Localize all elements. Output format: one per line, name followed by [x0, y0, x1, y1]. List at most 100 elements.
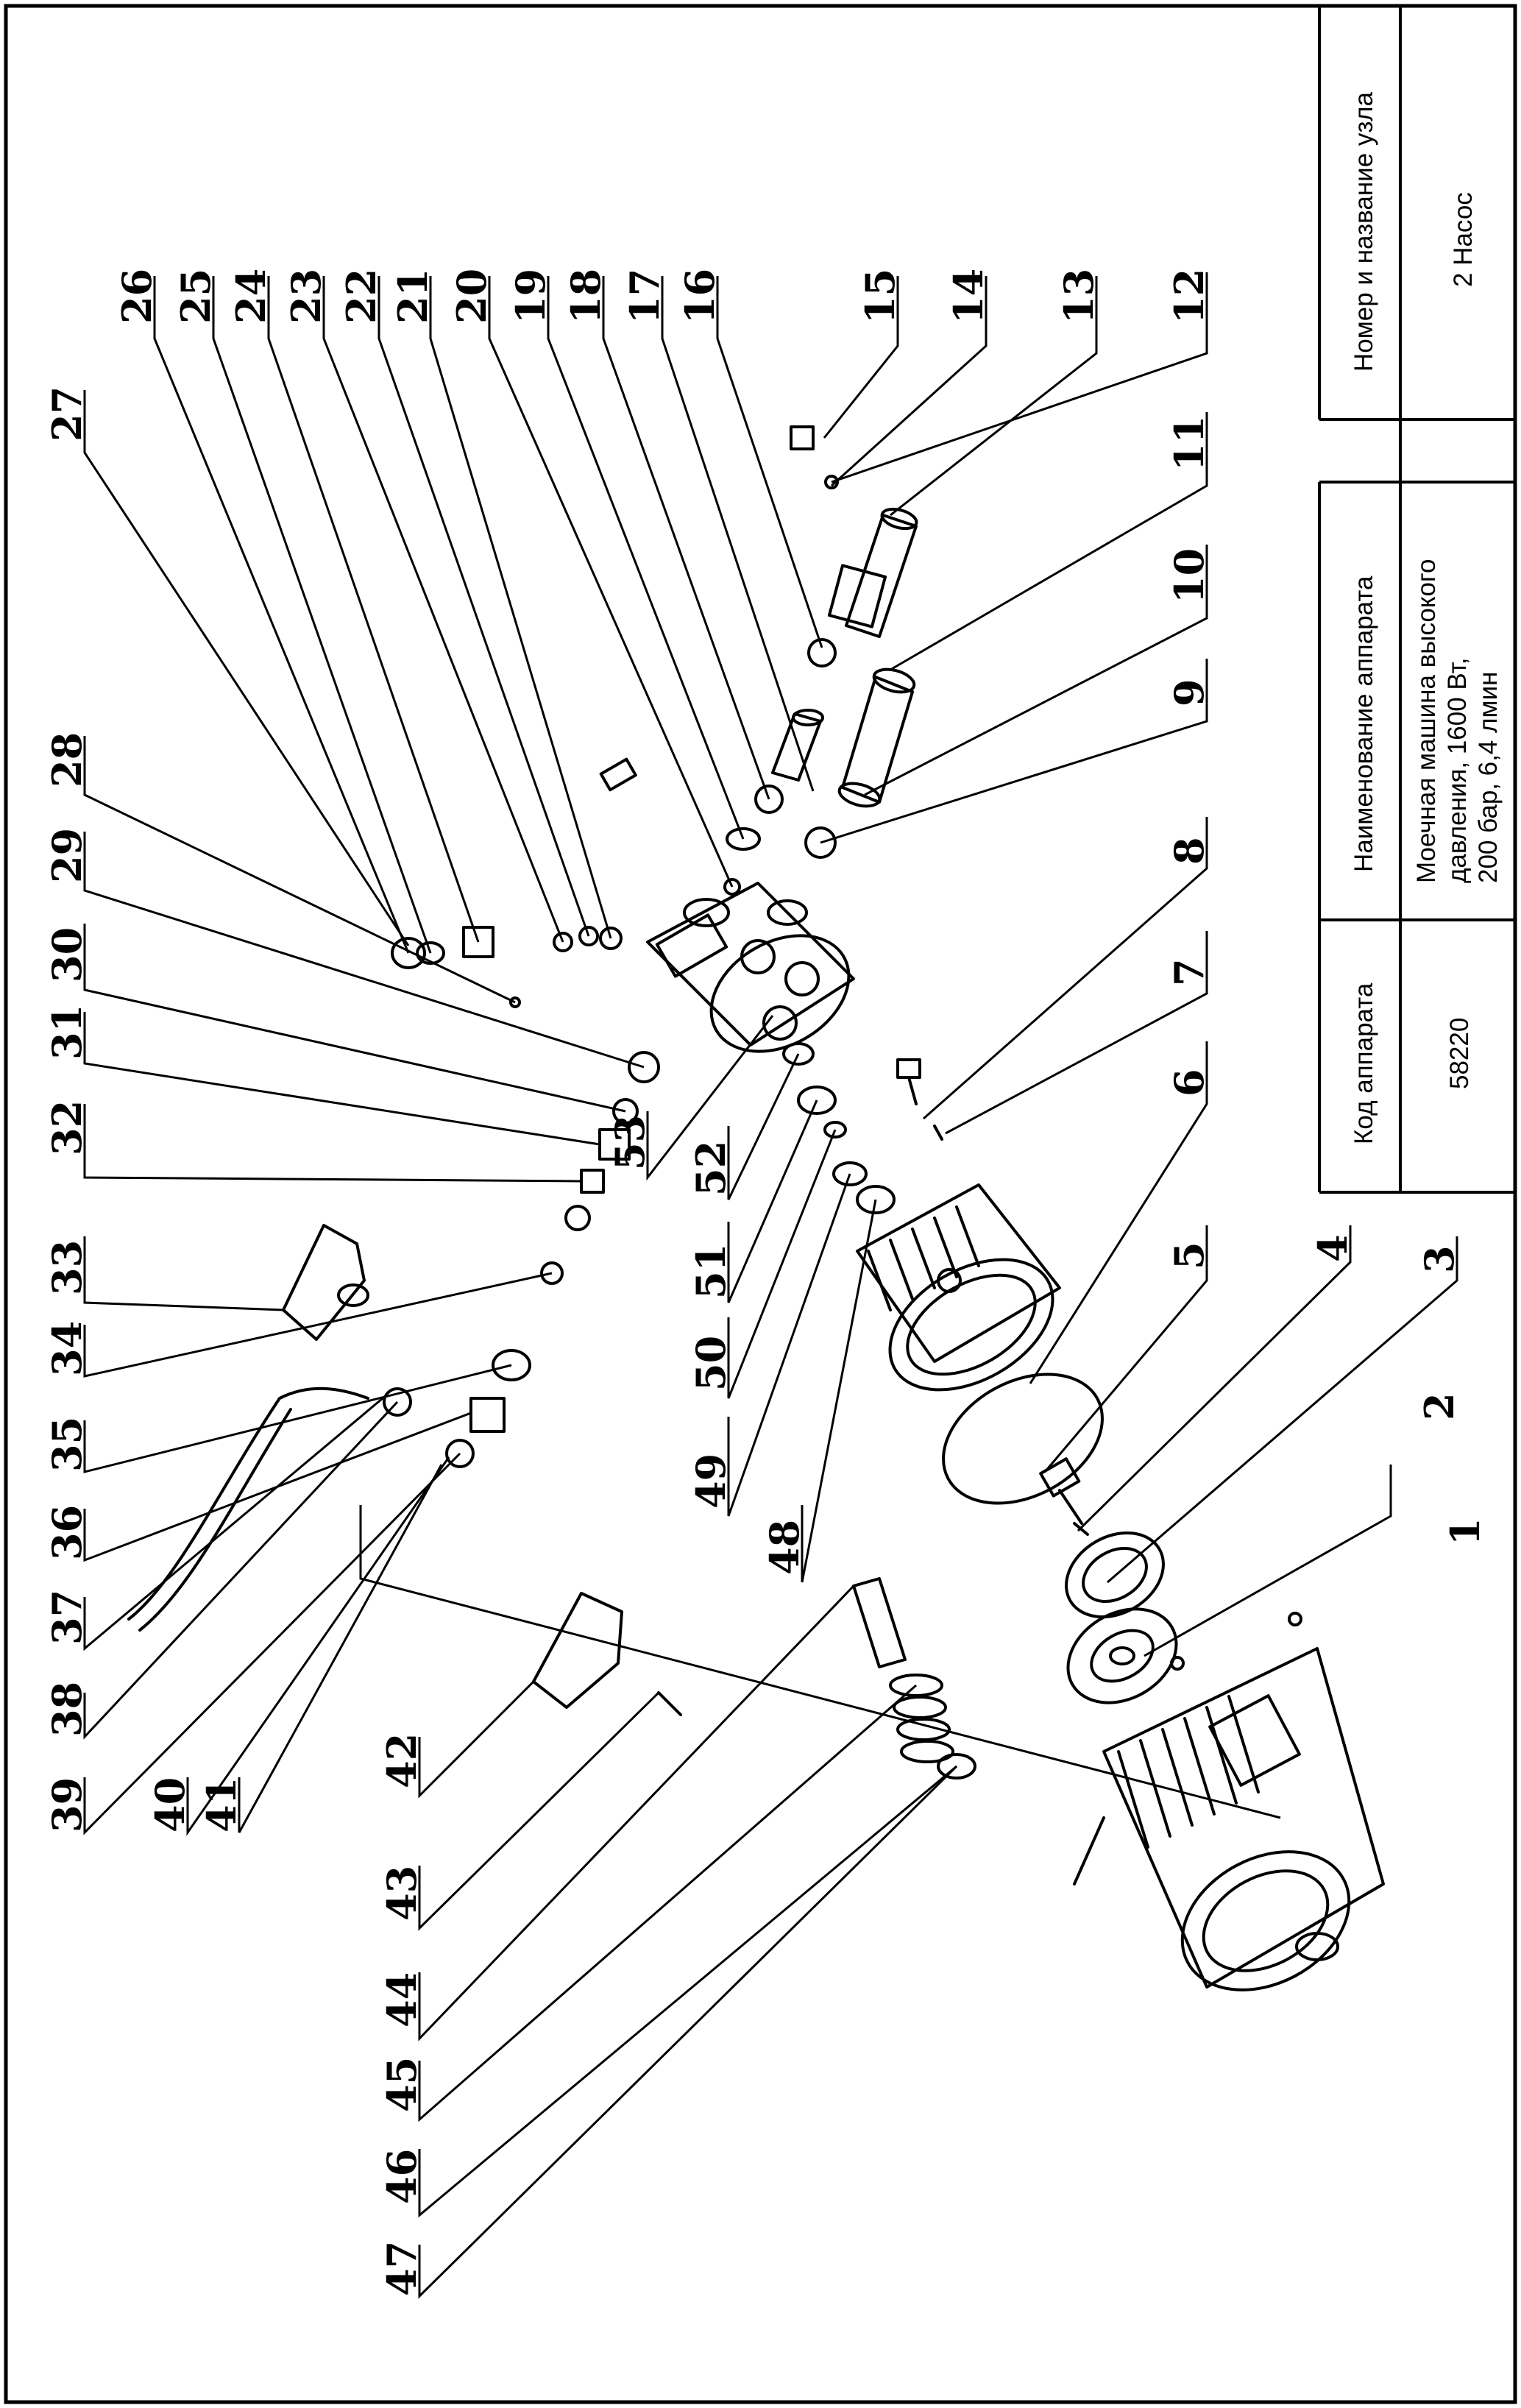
- seal-icon: [856, 1185, 896, 1214]
- piston-rod-icon: [852, 1577, 907, 1668]
- callout-25: 25: [172, 269, 219, 324]
- callout-34: 34: [43, 1321, 91, 1376]
- callout-26: 26: [113, 269, 160, 324]
- valve-seat-icon: [391, 937, 426, 969]
- name-header: Наименование аппарата: [1350, 576, 1378, 872]
- callout-46: 46: [378, 2149, 425, 2204]
- cylinder-head-icon: [646, 882, 855, 1053]
- callout-41: 41: [198, 1777, 245, 1832]
- callout-5: 5: [1166, 1242, 1213, 1269]
- outlet-fitting-icon: [837, 667, 916, 808]
- callout-1: 1: [1442, 1518, 1489, 1545]
- valve-body-icon: [462, 926, 494, 958]
- callout-47: 47: [378, 2241, 425, 2296]
- callout-42: 42: [378, 1733, 425, 1788]
- code-value: 58220: [1445, 1018, 1474, 1089]
- seal-icon: [832, 1161, 868, 1186]
- flange-icon: [1066, 1607, 1178, 1704]
- callout-52: 52: [687, 1141, 734, 1196]
- callout-24: 24: [227, 269, 274, 324]
- callout-53: 53: [606, 1115, 653, 1170]
- seal-icon: [553, 932, 573, 952]
- seal-icon: [797, 1086, 837, 1115]
- callout-28: 28: [43, 732, 91, 787]
- name-value-line3: 200 бар, 6,4 лмин: [1474, 672, 1503, 884]
- callout-18: 18: [562, 269, 609, 324]
- callout-27: 27: [43, 386, 91, 442]
- unit-value: 2 Насос: [1449, 192, 1478, 287]
- callout-14: 14: [945, 269, 992, 324]
- callout-31: 31: [43, 1005, 91, 1060]
- nipple-icon: [771, 709, 824, 782]
- piston-ring-icon: [564, 1205, 591, 1231]
- piston-ring-icon: [628, 1051, 660, 1083]
- code-header: Код аппарата: [1350, 982, 1378, 1144]
- callout-35: 35: [43, 1417, 91, 1472]
- washer-icon: [937, 1753, 976, 1780]
- name-value-line2: давления, 1600 Вт,: [1443, 658, 1472, 884]
- piston-ring-icon: [492, 1349, 531, 1381]
- name-value-line1: Моечная машина высокого: [1412, 559, 1441, 883]
- callout-30: 30: [43, 927, 91, 982]
- callout-33: 33: [43, 1240, 91, 1295]
- callout-38: 38: [43, 1682, 91, 1737]
- callout-4: 4: [1309, 1234, 1356, 1262]
- nut-icon: [445, 1439, 475, 1468]
- callout-45: 45: [378, 2057, 425, 2112]
- screw-icon: [657, 1691, 682, 1716]
- callout-39: 39: [43, 1777, 91, 1832]
- callout-32: 32: [43, 1100, 91, 1155]
- mount-bracket-icon: [532, 1592, 623, 1709]
- callout-23: 23: [283, 269, 330, 324]
- callout-49: 49: [687, 1453, 734, 1509]
- callout-16: 16: [676, 269, 723, 324]
- callout-21: 21: [389, 269, 436, 324]
- callout-2: 2: [1416, 1392, 1463, 1420]
- seal-icon: [782, 1042, 815, 1066]
- plug-icon: [599, 757, 637, 792]
- callout-8: 8: [1166, 837, 1213, 865]
- callout-labels: 1 2 3 4 5 6 7 8 9 10 11 12 13 14 15 16 1…: [43, 269, 1489, 2296]
- callout-3: 3: [1416, 1245, 1463, 1273]
- drawing-frame: [4, 4, 1517, 2404]
- washer-icon: [754, 785, 784, 814]
- screw-icon: [896, 1058, 943, 1141]
- callout-40: 40: [146, 1777, 194, 1832]
- seal-icon: [578, 926, 599, 946]
- callout-48: 48: [761, 1520, 808, 1575]
- seal-icon: [599, 927, 623, 950]
- valve-icon: [790, 425, 815, 450]
- inlet-fitting-icon: [827, 507, 918, 638]
- spring-icon: [726, 827, 761, 851]
- washer-icon: [804, 826, 837, 859]
- motor-icon: [1073, 1612, 1385, 1991]
- callout-7: 7: [1166, 958, 1213, 986]
- callout-15: 15: [857, 269, 904, 324]
- callout-11: 11: [1166, 416, 1213, 471]
- o-ring-icon: [942, 1373, 1104, 1505]
- callout-37: 37: [43, 1590, 91, 1645]
- callout-17: 17: [621, 269, 668, 324]
- callout-9: 9: [1166, 679, 1213, 707]
- callout-50: 50: [687, 1336, 734, 1391]
- callout-51: 51: [687, 1244, 734, 1299]
- callout-6: 6: [1166, 1069, 1213, 1097]
- spring-icon: [889, 1674, 954, 1763]
- callout-13: 13: [1055, 269, 1102, 324]
- callout-44: 44: [378, 1972, 425, 2028]
- seal-ring-icon: [1065, 1531, 1165, 1619]
- leader-lines: [83, 272, 1458, 2299]
- title-block: [1318, 6, 1515, 1194]
- ball-icon: [723, 878, 741, 896]
- pump-housing-icon: [856, 1183, 1061, 1392]
- unit-header: Номер и название узла: [1350, 92, 1378, 372]
- callout-10: 10: [1166, 548, 1213, 603]
- piston-seal-icon: [469, 1397, 506, 1433]
- callout-29: 29: [43, 828, 91, 883]
- bracket-icon: [282, 1224, 369, 1341]
- pin-icon: [509, 996, 521, 1008]
- callout-43: 43: [378, 1866, 425, 1921]
- washer-icon: [807, 638, 837, 667]
- callout-36: 36: [43, 1505, 91, 1560]
